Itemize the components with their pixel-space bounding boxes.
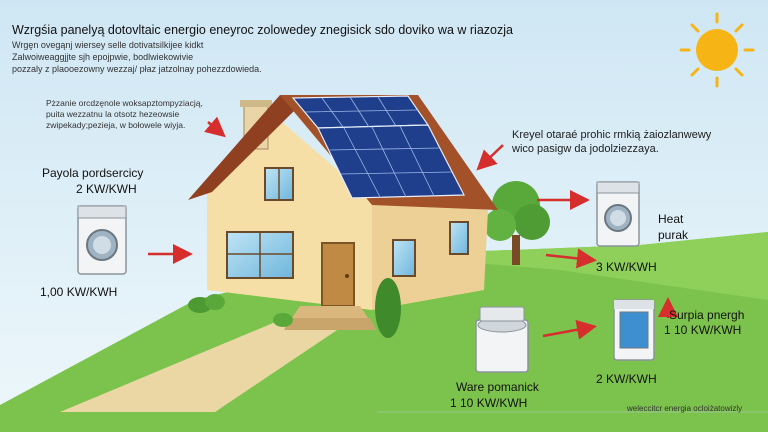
front-door <box>321 242 355 307</box>
arrow-to-chimney <box>204 116 226 138</box>
fridge-appliance <box>613 299 655 361</box>
subtitle-line-2: Zalwoiweaggjjte sjh epojpwie, bodlwiekow… <box>12 52 194 62</box>
left-top-appliance-name: Payola pordsercicy <box>42 166 144 180</box>
top-loader-washer <box>475 306 529 373</box>
right-note: Kreyel otaraé prohic rmkią żaiozlanwewy … <box>512 128 711 156</box>
page-title: Wzrgśia panelyą dotovltaic energio eneyr… <box>12 23 513 37</box>
arrow-right-mid <box>545 248 597 269</box>
center-bottom-appliance-value: 1 10 KW/KWH <box>450 396 528 410</box>
subtitle-line-1: Wrgęn ovegąnj wiersey selle dotivatsilki… <box>12 40 204 50</box>
subtitle-line-3: pozzaly z plaooezowny wezzaj/ płaz jatzo… <box>12 64 262 74</box>
front-steps <box>292 306 368 318</box>
left-note-line-1: Pżzanie orcdzęnole woksapztompyziacją, <box>46 98 203 108</box>
sun-icon <box>679 12 755 88</box>
center-bottom-appliance-name: Ware pomanick <box>456 380 539 394</box>
arrow-bottom-right <box>542 319 597 340</box>
right-note-line-2: wico pasigw da jodolziezzaya. <box>512 143 659 155</box>
washing-machine-left <box>77 205 127 275</box>
center-bottom-extra-value: 2 KW/KWH <box>596 372 657 386</box>
grass-highlight <box>380 232 768 300</box>
energy-flow-arrows <box>148 116 678 340</box>
roof-gable-edge <box>188 95 295 200</box>
chimney-cap <box>240 100 272 107</box>
right-top-appliance-name-2: purak <box>658 228 689 242</box>
side-window <box>392 239 416 277</box>
left-note-line-3: zwipekady;pezieja, w bołowele wiyja. <box>46 120 186 130</box>
solar-panel-array <box>291 95 465 199</box>
garden-path <box>60 318 355 412</box>
right-top-appliance-value: 3 KW/KWH <box>596 260 657 274</box>
left-top-appliance-value: 2 KW/KWH <box>76 182 137 196</box>
left-bottom-appliance-value: 1,00 KW/KWH <box>40 285 118 299</box>
right-top-appliance-name-1: Heat <box>658 212 684 226</box>
washing-machine-right <box>596 181 640 247</box>
right-mid-appliance-value: 1 10 KW/KWH <box>664 323 742 337</box>
house <box>188 95 498 330</box>
right-mid-appliance-name: Surpia pnergh <box>669 308 745 322</box>
shrubs <box>188 278 401 338</box>
footer-text: weleccitcr energia ocloiżatowizly <box>627 404 743 413</box>
right-note-line-1: Kreyel otaraé prohic rmkią żaiozlanwewy <box>512 129 712 141</box>
arrow-to-roof <box>476 144 504 171</box>
left-note-line-2: puita wezzatnu la otsotz hezeowsie <box>46 109 180 119</box>
side-window-2 <box>449 221 469 255</box>
left-note: Pżzanie orcdzęnole woksapztompyziacją, p… <box>46 98 236 131</box>
tree <box>484 181 550 265</box>
